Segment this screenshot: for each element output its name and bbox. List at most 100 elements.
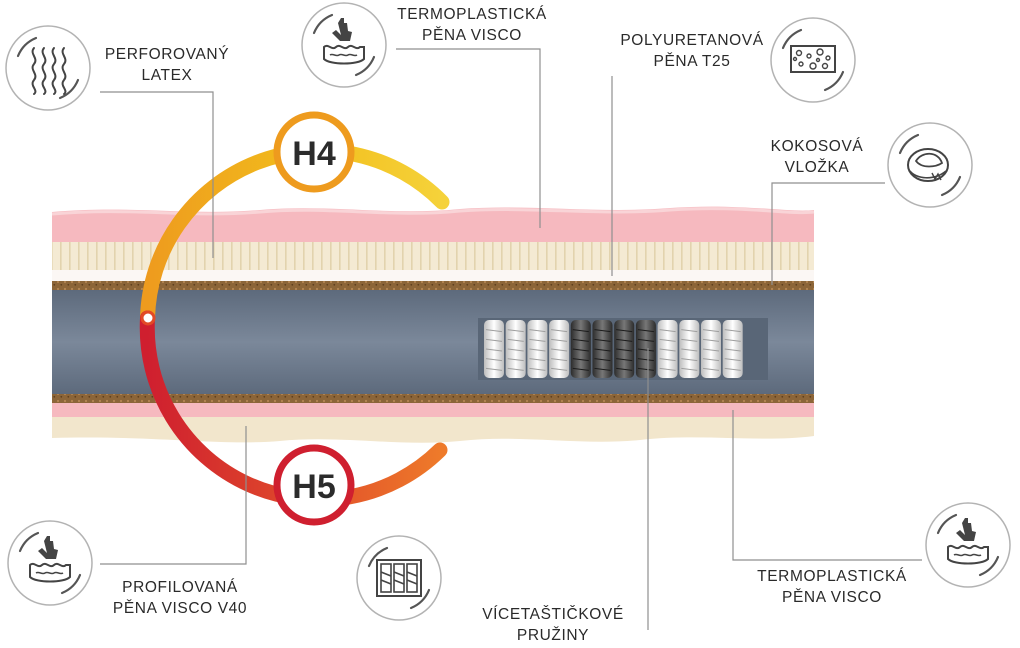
spring-coil-line [724,338,741,342]
spring-coil-line [572,348,589,352]
spring-coil-line [681,358,698,362]
spring-coil-line [594,329,611,333]
leader-profiled-visco [100,426,247,565]
spring-coil-line [529,338,546,342]
spring-coil-line [724,348,741,352]
leader-coconut [771,182,885,285]
spring-coil-line [616,367,633,371]
spring-coil-line [594,338,611,342]
hand-pressing-foam-icon-2 [7,520,93,606]
spring-coil-line [681,367,698,371]
label-pocket-springs-line-2: PRUŽINY [516,627,590,644]
spring-coil-line [572,358,589,362]
label-coconut: KOKOSOVÁ VLOŽKA [762,136,872,178]
spring-coil-line [485,367,503,371]
spring-pocket [722,320,743,378]
polyurethane-foam-layer [52,270,814,282]
spring-coil-line [507,358,524,362]
spring-coil-line [507,338,524,342]
hand-pressing-foam-icon-3 [925,502,1011,588]
spring-coil-line [572,338,589,342]
spring-coil-line [637,348,654,352]
spring-coil-line [724,367,741,371]
hardness-arc-h4 [140,143,450,326]
spring-coil-line [659,367,676,371]
leader-thermo-visco-top [396,48,541,228]
spring-coil-line [681,348,698,352]
foam-block-icon [770,17,856,103]
label-polyurethane-line-2: PĚNA T25 [653,53,731,70]
spring-coil-line [724,358,741,362]
profiled-visco-layer [52,417,814,443]
spring-coil-line [485,348,503,352]
spring-coil-line [529,358,546,362]
spring-coil-line [507,367,524,371]
label-polyurethane-line-1: POLYURETANOVÁ [620,32,764,49]
spring-coil-line [551,367,568,371]
label-thermo-visco-bottom-line-2: PĚNA VISCO [782,589,882,606]
spring-pocket [570,320,591,378]
spring-coil-line [507,329,524,333]
spring-coil-line [681,329,698,333]
spring-coil-line [637,338,654,342]
wavy-lines-icon [5,25,91,111]
spring-coil-line [616,329,633,333]
spring-pocket [527,320,548,378]
label-profiled-visco: PROFILOVANÁ PĚNA VISCO V40 [100,577,260,619]
gauge-pivot-dot [140,310,156,326]
spring-coil-line [507,348,524,352]
spring-coil-line [659,358,676,362]
spring-coil-line [572,329,589,333]
badge-h5: H5 [273,444,355,526]
spring-coil-line [637,367,654,371]
label-perforated-latex-line-1: PERFOROVANÝ [104,46,230,63]
spring-coil-line [529,329,546,333]
spring-coil-line [551,348,568,352]
label-coconut-line-1: KOKOSOVÁ [770,138,864,155]
spring-coil-line [529,348,546,352]
thermoplastic-visco-layer-top [52,206,814,243]
label-coconut-line-2: VLOŽKA [784,159,850,176]
badge-h5-text: H5 [292,468,335,506]
coconut-layer-top [52,281,814,290]
leader-thermo-visco-bottom [732,410,922,561]
spring-pocket [592,320,613,378]
spring-coil-line [681,338,698,342]
pocket-springs-cutaway [484,320,743,378]
spring-coil-line [551,329,568,333]
pocket-springs-icon [356,535,442,621]
label-polyurethane: POLYURETANOVÁ PĚNA T25 [612,30,772,72]
label-thermo-visco-top-line-1: TERMOPLASTICKÁ [397,6,547,23]
spring-coil-line [659,348,676,352]
spring-coil-line [637,329,654,333]
spring-coil-line [485,338,503,342]
label-thermo-visco-bottom: TERMOPLASTICKÁ PĚNA VISCO [752,566,912,608]
spring-coil-line [702,329,720,333]
spring-pocket [657,320,678,378]
spring-coil-line [724,329,741,333]
perforated-latex-layer [52,242,814,270]
label-profiled-visco-line-2: PĚNA VISCO V40 [112,600,248,617]
mattress-cross-section [51,206,815,443]
label-thermo-visco-top: TERMOPLASTICKÁ PĚNA VISCO [392,4,552,46]
spring-coil-line [659,329,676,333]
spring-pocket [484,320,504,378]
spring-coil-line [637,358,654,362]
spring-coil-line [572,367,589,371]
hardness-arc-h5 [139,310,448,507]
spring-pocket [505,320,526,378]
spring-coil-line [551,338,568,342]
spring-pocket [701,320,721,378]
label-thermo-visco-bottom-line-1: TERMOPLASTICKÁ [757,568,907,585]
spring-pocket [635,320,656,378]
label-profiled-visco-line-1: PROFILOVANÁ [122,579,238,596]
spring-coil-line [702,338,720,342]
thermoplastic-visco-layer-bottom [52,403,814,417]
label-pocket-springs: VÍCETAŠTIČKOVÉ PRUŽINY [478,604,628,646]
spring-coil-line [702,358,720,362]
spring-coil-line [485,358,503,362]
spring-coil-line [702,367,720,371]
spring-coil-line [616,358,633,362]
spring-pocket [549,320,570,378]
